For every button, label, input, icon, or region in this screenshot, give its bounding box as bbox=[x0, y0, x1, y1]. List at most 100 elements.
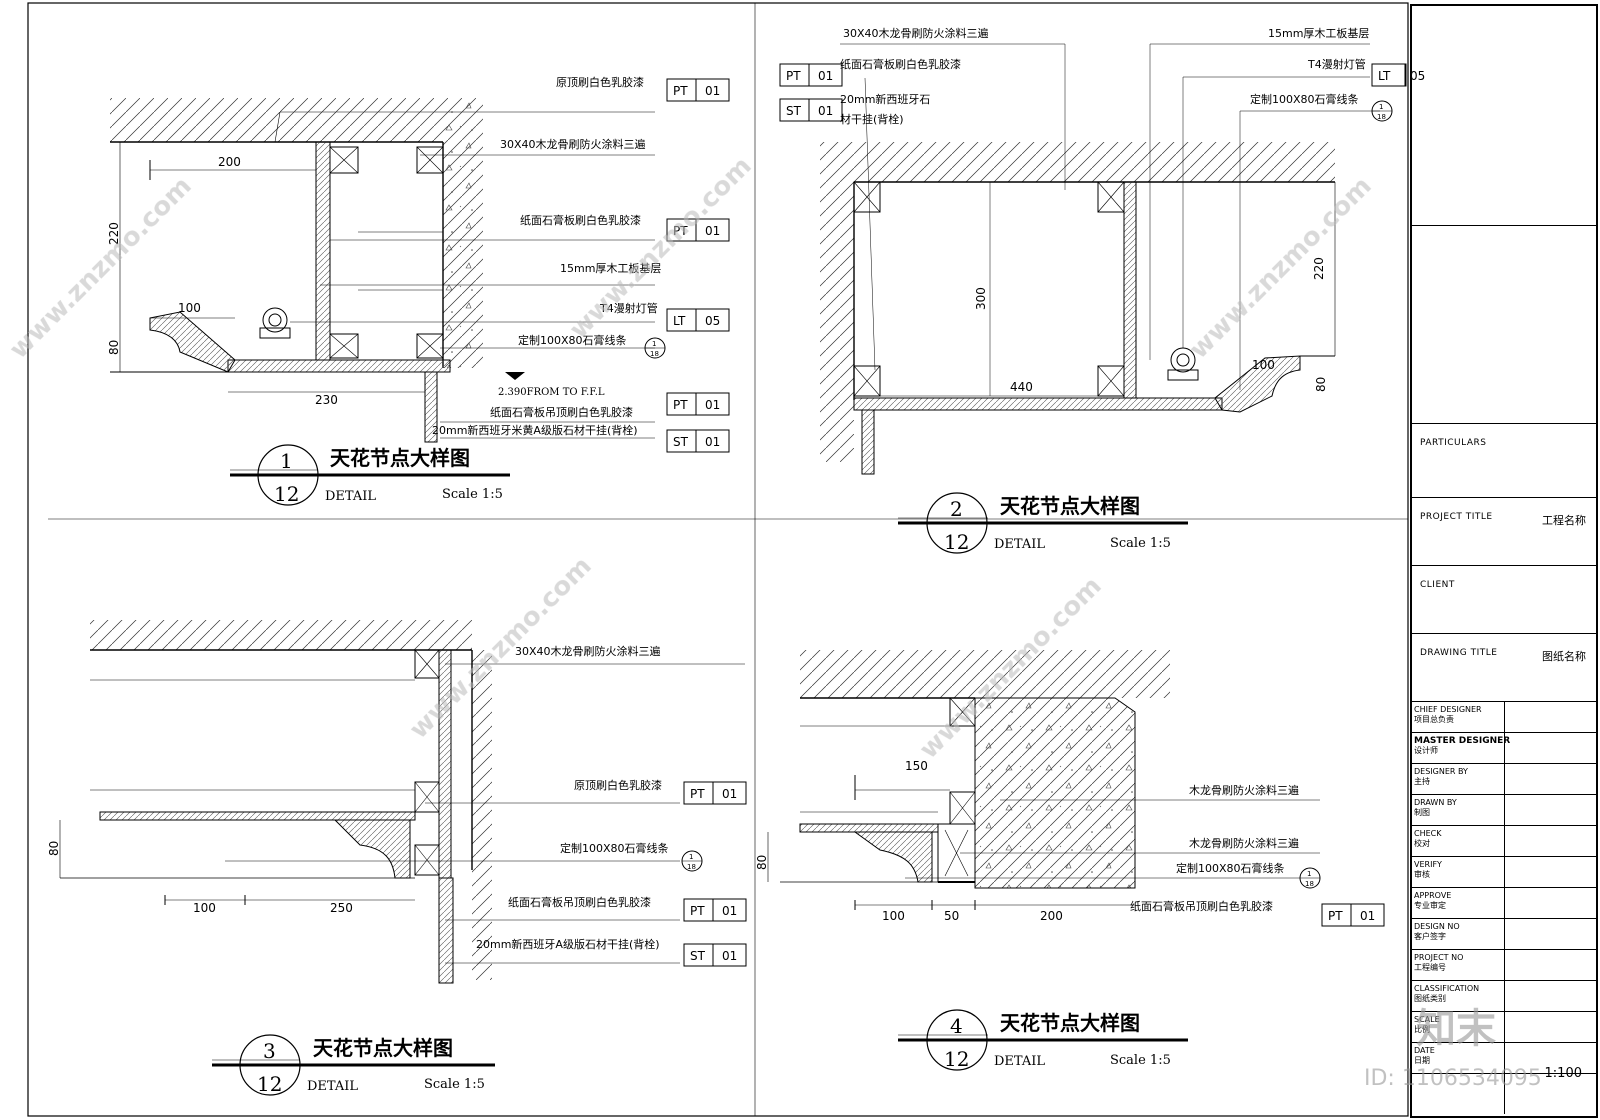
svg-text:01: 01 bbox=[1360, 909, 1375, 923]
dim-text: 250 bbox=[330, 901, 353, 915]
particulars-label: PARTICULARS bbox=[1420, 438, 1487, 448]
detail-scale: Scale 1:5 bbox=[442, 487, 503, 502]
detail-3 bbox=[59, 620, 745, 984]
dim-text: 230 bbox=[315, 393, 338, 407]
role-en: PROJECT NO bbox=[1414, 953, 1464, 962]
detail-number: 4 bbox=[950, 1014, 963, 1038]
role-en: APPROVE bbox=[1414, 891, 1452, 900]
role-en: CHECK bbox=[1414, 829, 1442, 838]
note-text: 20mm新西班牙A级版石材干挂(背栓) bbox=[476, 937, 660, 951]
project-title-value: 工程名称 bbox=[1542, 514, 1586, 527]
scale-value: 1:100 bbox=[1544, 1066, 1582, 1081]
note-text: 原顶刷白色乳胶漆 bbox=[556, 75, 644, 89]
dim-text: 50 bbox=[944, 909, 959, 923]
role-cn: 制图 bbox=[1414, 808, 1430, 817]
svg-text:01: 01 bbox=[705, 224, 720, 238]
sheet-number: 12 bbox=[944, 1047, 969, 1071]
role-cn: 主持 bbox=[1414, 777, 1430, 786]
svg-text:1: 1 bbox=[1307, 870, 1311, 878]
role-en: DESIGNER BY bbox=[1414, 767, 1468, 776]
detail-title-2: 2 12 天花节点大样图 DETAIL Scale 1:5 bbox=[898, 492, 1188, 554]
svg-text:www.znzmo.com: www.znzmo.com bbox=[914, 571, 1108, 765]
svg-text:www.znzmo.com: www.znzmo.com bbox=[1184, 171, 1378, 365]
drawing-title-value: 图纸名称 bbox=[1542, 650, 1586, 663]
detail-scale: Scale 1:5 bbox=[424, 1077, 485, 1092]
svg-text:01: 01 bbox=[818, 104, 833, 118]
role-en: VERIFY bbox=[1414, 860, 1442, 869]
svg-text:05: 05 bbox=[705, 314, 720, 328]
dim-text: 100 bbox=[882, 909, 905, 923]
note-text: 木龙骨刷防火涂料三遍 bbox=[1189, 783, 1299, 797]
note-text: 纸面石膏板吊顶刷白色乳胶漆 bbox=[508, 895, 651, 909]
svg-text:PT: PT bbox=[673, 224, 688, 238]
svg-text:PT: PT bbox=[673, 84, 688, 98]
detail-title-4: 4 12 天花节点大样图 DETAIL Scale 1:5 bbox=[898, 1009, 1188, 1071]
svg-text:01: 01 bbox=[722, 787, 737, 801]
project-title-label: PROJECT TITLE bbox=[1420, 512, 1493, 522]
detail-4 bbox=[767, 650, 1320, 910]
svg-text:18: 18 bbox=[687, 863, 696, 871]
sheet-number: 12 bbox=[257, 1072, 282, 1096]
dim-text: 440 bbox=[1010, 380, 1033, 394]
svg-text:05: 05 bbox=[1410, 69, 1425, 83]
detail-sub: DETAIL bbox=[994, 537, 1045, 552]
note-text: 20mm新西班牙石 bbox=[840, 92, 930, 106]
material-tag: ST 01 bbox=[683, 943, 747, 967]
section-ref-bubble: 118 bbox=[1371, 100, 1393, 122]
svg-text:PT: PT bbox=[690, 787, 705, 801]
detail-number: 1 bbox=[280, 449, 293, 473]
note-text: 纸面石膏板刷白色乳胶漆 bbox=[520, 213, 641, 227]
dim-text: 150 bbox=[905, 759, 928, 773]
detail-2 bbox=[820, 43, 1380, 475]
role-cn: 设计师 bbox=[1414, 746, 1438, 755]
brand-watermark: 知末 bbox=[1416, 1006, 1496, 1052]
detail-scale: Scale 1:5 bbox=[1110, 536, 1171, 551]
dim-text: 200 bbox=[1040, 909, 1063, 923]
svg-text:01: 01 bbox=[722, 904, 737, 918]
svg-text:18: 18 bbox=[1377, 113, 1386, 121]
section-ref-bubble: 118 bbox=[1299, 867, 1321, 889]
note-text: T4漫射灯管 bbox=[1307, 57, 1366, 71]
note-text: 15mm厚木工板基层 bbox=[1268, 26, 1369, 40]
role-en: DRAWN BY bbox=[1414, 798, 1457, 807]
role-en: CHIEF DESIGNER bbox=[1414, 705, 1482, 714]
drawing-title-label: DRAWING TITLE bbox=[1420, 648, 1498, 658]
level-mark: 2.390FROM TO F.F.L bbox=[498, 387, 605, 398]
role-en: CLASSIFICATION bbox=[1414, 984, 1480, 993]
client-label: CLIENT bbox=[1420, 580, 1455, 590]
svg-text:1: 1 bbox=[652, 340, 656, 348]
note-text: 定制100X80石膏线条 bbox=[1176, 861, 1285, 875]
svg-text:01: 01 bbox=[818, 69, 833, 83]
note-text: 纸面石膏板吊顶刷白色乳胶漆 bbox=[1130, 899, 1273, 913]
note-text: 定制100X80石膏线条 bbox=[1250, 92, 1359, 106]
material-tag: PT 01 bbox=[666, 218, 730, 242]
detail-title: 天花节点大样图 bbox=[330, 446, 470, 470]
detail-title: 天花节点大样图 bbox=[313, 1036, 453, 1060]
svg-text:01: 01 bbox=[722, 949, 737, 963]
svg-text:01: 01 bbox=[705, 435, 720, 449]
note-text: 材干挂(背栓) bbox=[840, 112, 904, 126]
role-cn: 客户签字 bbox=[1414, 932, 1446, 941]
note-text: 15mm厚木工板基层 bbox=[560, 261, 661, 275]
role-cn: 项目总负责 bbox=[1414, 715, 1454, 724]
note-text: 30X40木龙骨刷防火涂料三遍 bbox=[515, 644, 661, 658]
svg-text:LT: LT bbox=[673, 314, 686, 328]
svg-text:ST: ST bbox=[690, 949, 706, 963]
note-text: 木龙骨刷防火涂料三遍 bbox=[1189, 836, 1299, 850]
note-text: 原顶刷白色乳胶漆 bbox=[574, 778, 662, 792]
detail-sub: DETAIL bbox=[994, 1054, 1045, 1069]
note-text: 30X40木龙骨刷防火涂料三遍 bbox=[500, 137, 646, 151]
detail-sub: DETAIL bbox=[307, 1079, 358, 1094]
sheet-number: 12 bbox=[944, 530, 969, 554]
